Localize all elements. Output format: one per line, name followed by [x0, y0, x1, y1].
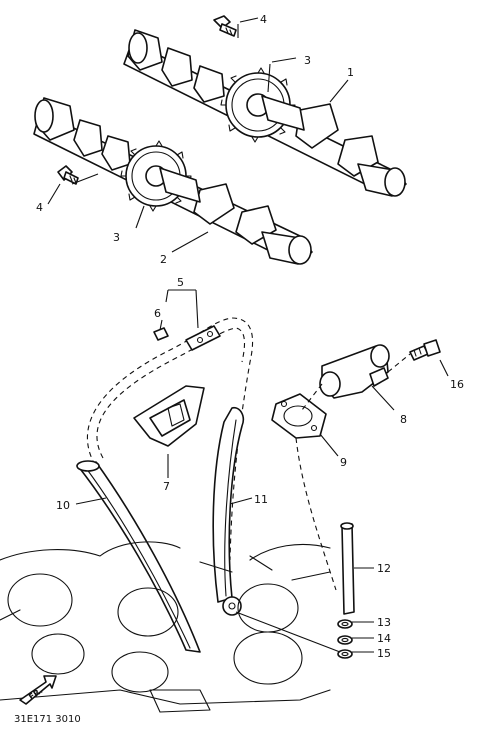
camshaft-upper [123, 29, 407, 197]
callout-8: 8 [400, 413, 407, 426]
callout-1: 1 [347, 66, 354, 79]
callout-13: 13 [377, 616, 391, 629]
callout-5: 5 [177, 276, 184, 289]
chain-guide-rear [76, 460, 201, 653]
callout-2: 2 [160, 253, 167, 266]
tensioner-gasket [271, 393, 327, 439]
sprocket-bolt-lower [57, 165, 79, 185]
callout-10: 10 [56, 499, 70, 512]
cylinder-head-outline [0, 541, 331, 713]
callout-9: 9 [340, 456, 347, 469]
callout-3-upper: 3 [304, 54, 311, 67]
rod-washers [337, 619, 353, 659]
chain-tensioner [319, 344, 390, 399]
callout-3-lower: 3 [113, 231, 120, 244]
callout-6: 6 [154, 307, 161, 320]
drawing-code: 31E171 3010 [14, 714, 81, 725]
callout-4-upper: 4 [260, 13, 267, 26]
callout-16: 16 [450, 378, 464, 391]
callout-14: 14 [377, 632, 391, 645]
callout-12: 12 [377, 562, 391, 575]
camshaft-lower [33, 97, 313, 265]
guide-stopper-parts [153, 325, 221, 351]
front-arrow-icon: FR. [19, 675, 57, 705]
callout-11: 11 [254, 493, 268, 506]
callout-15: 15 [377, 647, 391, 660]
callout-7: 7 [163, 480, 170, 493]
sprocket-bolt-upper [213, 15, 237, 37]
leader-lines [47, 17, 449, 653]
tensioner-rod [340, 522, 355, 615]
callout-4-lower: 4 [36, 201, 43, 214]
chain-guide-tensioner [212, 406, 245, 616]
tensioner-bolt [409, 339, 441, 361]
chain-guide-top [133, 385, 205, 447]
